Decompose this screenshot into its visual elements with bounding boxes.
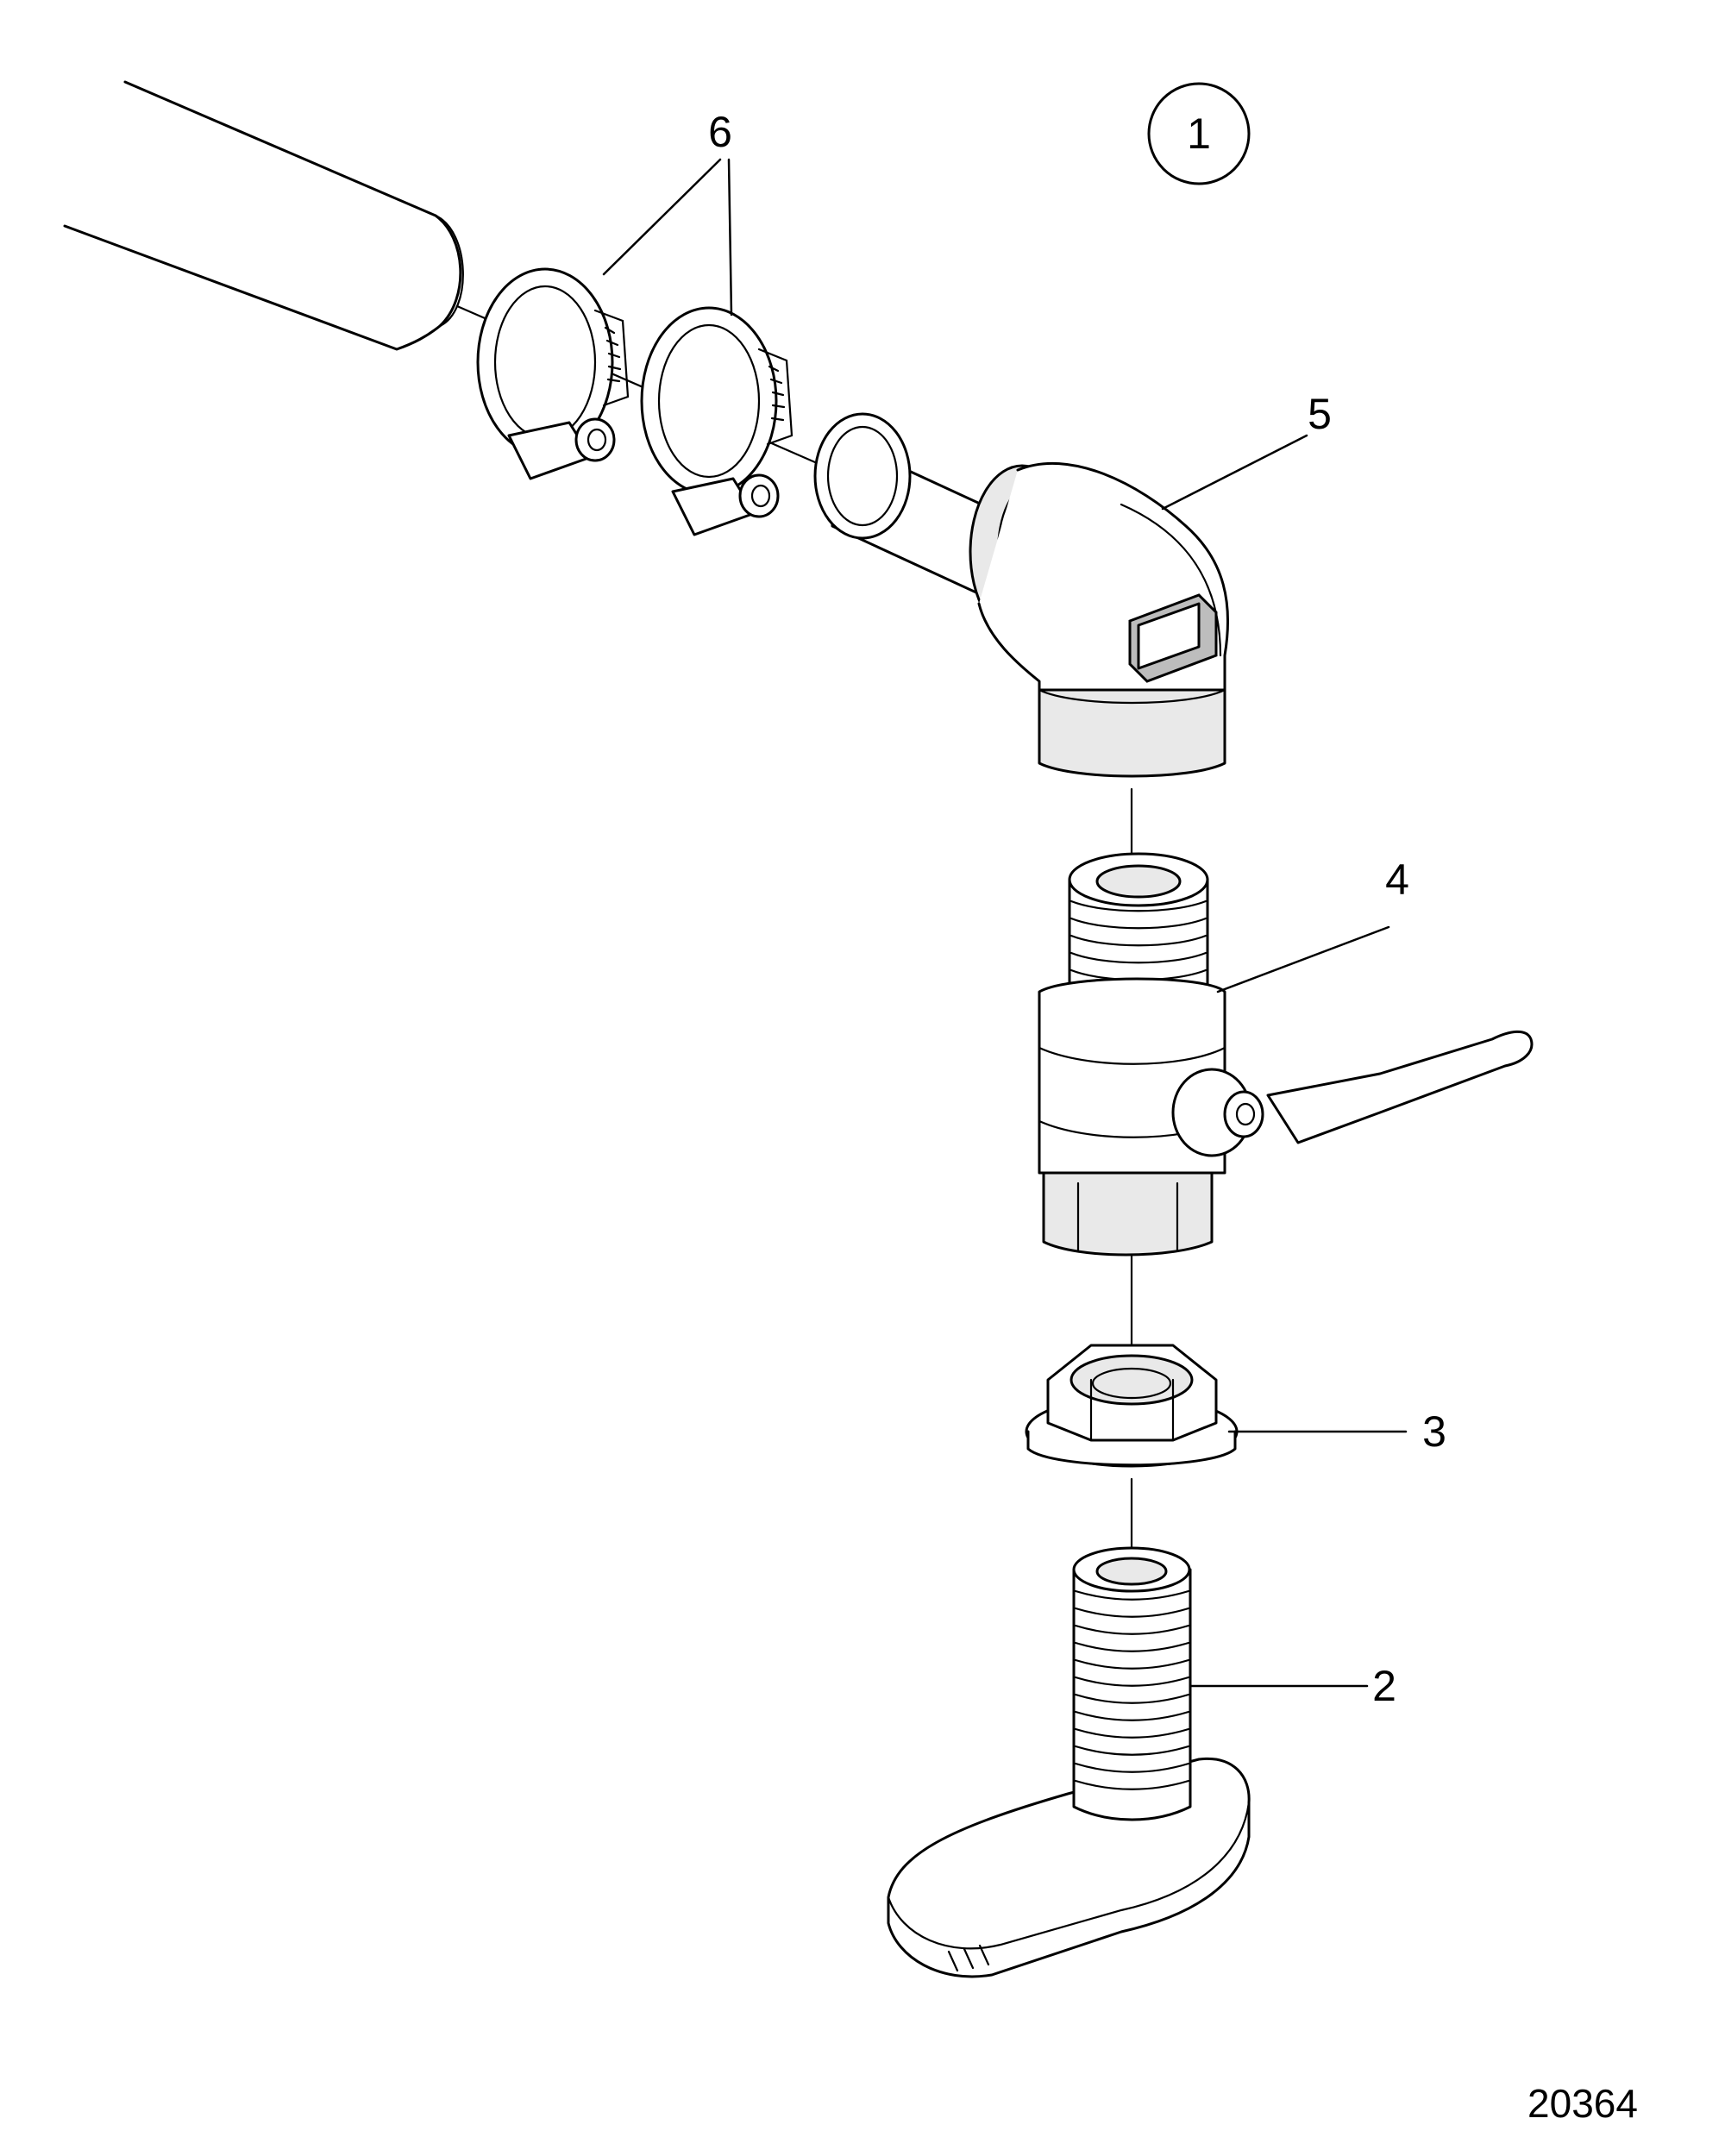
hose-clamp-2 [640, 306, 794, 536]
elbow-fitting [813, 412, 1230, 778]
view-marker: 1 [1147, 82, 1251, 185]
flange-nut [1025, 1344, 1239, 1468]
hose [63, 80, 464, 351]
view-marker-label: 1 [1187, 110, 1211, 158]
callout-leaders [602, 158, 1408, 1688]
ball-valve [1038, 852, 1534, 1257]
callout-valve: 4 [1385, 856, 1409, 904]
callout-elbow: 5 [1308, 390, 1332, 438]
callout-nut: 3 [1422, 1407, 1446, 1456]
through-hull-fitting [887, 1546, 1251, 1978]
hose-clamp-1 [476, 267, 630, 480]
figure-number: 20364 [1527, 2081, 1638, 2126]
callout-hose-clamps: 6 [708, 108, 732, 156]
callout-seacock-fitting: 2 [1372, 1662, 1396, 1710]
